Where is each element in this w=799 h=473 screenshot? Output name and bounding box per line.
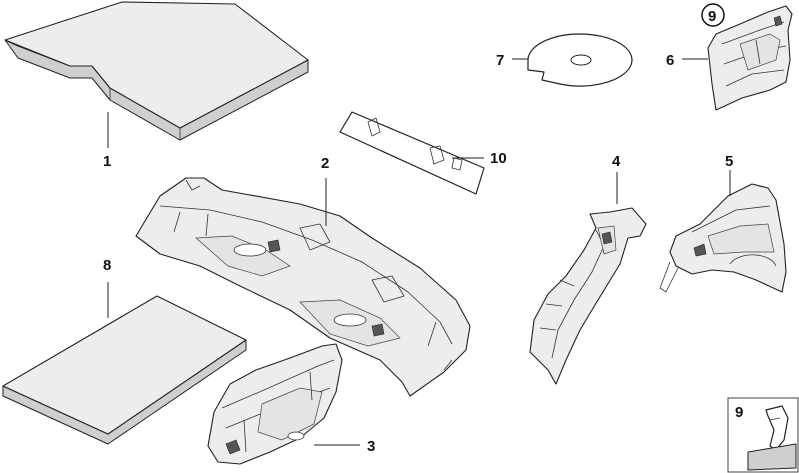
callout-4: 4	[612, 153, 621, 170]
part-9-clip[interactable]	[747, 405, 797, 471]
callout-5: 5	[725, 153, 733, 170]
callout-1: 1	[103, 153, 111, 170]
callout-2: 2	[321, 155, 329, 172]
part-10-insulation-strip[interactable]	[339, 111, 485, 195]
part-1-trunk-floor-panel[interactable]	[4, 1, 309, 141]
callout-9-inset: 9	[735, 404, 743, 421]
part-5-wheel-arch-trim[interactable]	[659, 183, 787, 293]
part-3-side-trim-lower[interactable]	[207, 343, 343, 465]
part-8-floor-mat[interactable]	[2, 295, 247, 445]
callout-8: 8	[103, 257, 111, 274]
part-2-rear-floor-assembly[interactable]	[135, 177, 471, 397]
part-6-side-trim[interactable]	[707, 5, 793, 111]
callout-9-circle: 9	[708, 8, 716, 25]
inset-box-part-9: 9	[727, 397, 799, 473]
callout-10: 10	[490, 150, 507, 167]
callout-6: 6	[666, 52, 674, 69]
part-7-round-pad[interactable]	[527, 33, 633, 87]
callout-9-circle-ring	[701, 3, 725, 27]
callout-7: 7	[496, 52, 504, 69]
part-4-pillar-bracket[interactable]	[529, 207, 647, 385]
callout-3: 3	[367, 438, 375, 455]
